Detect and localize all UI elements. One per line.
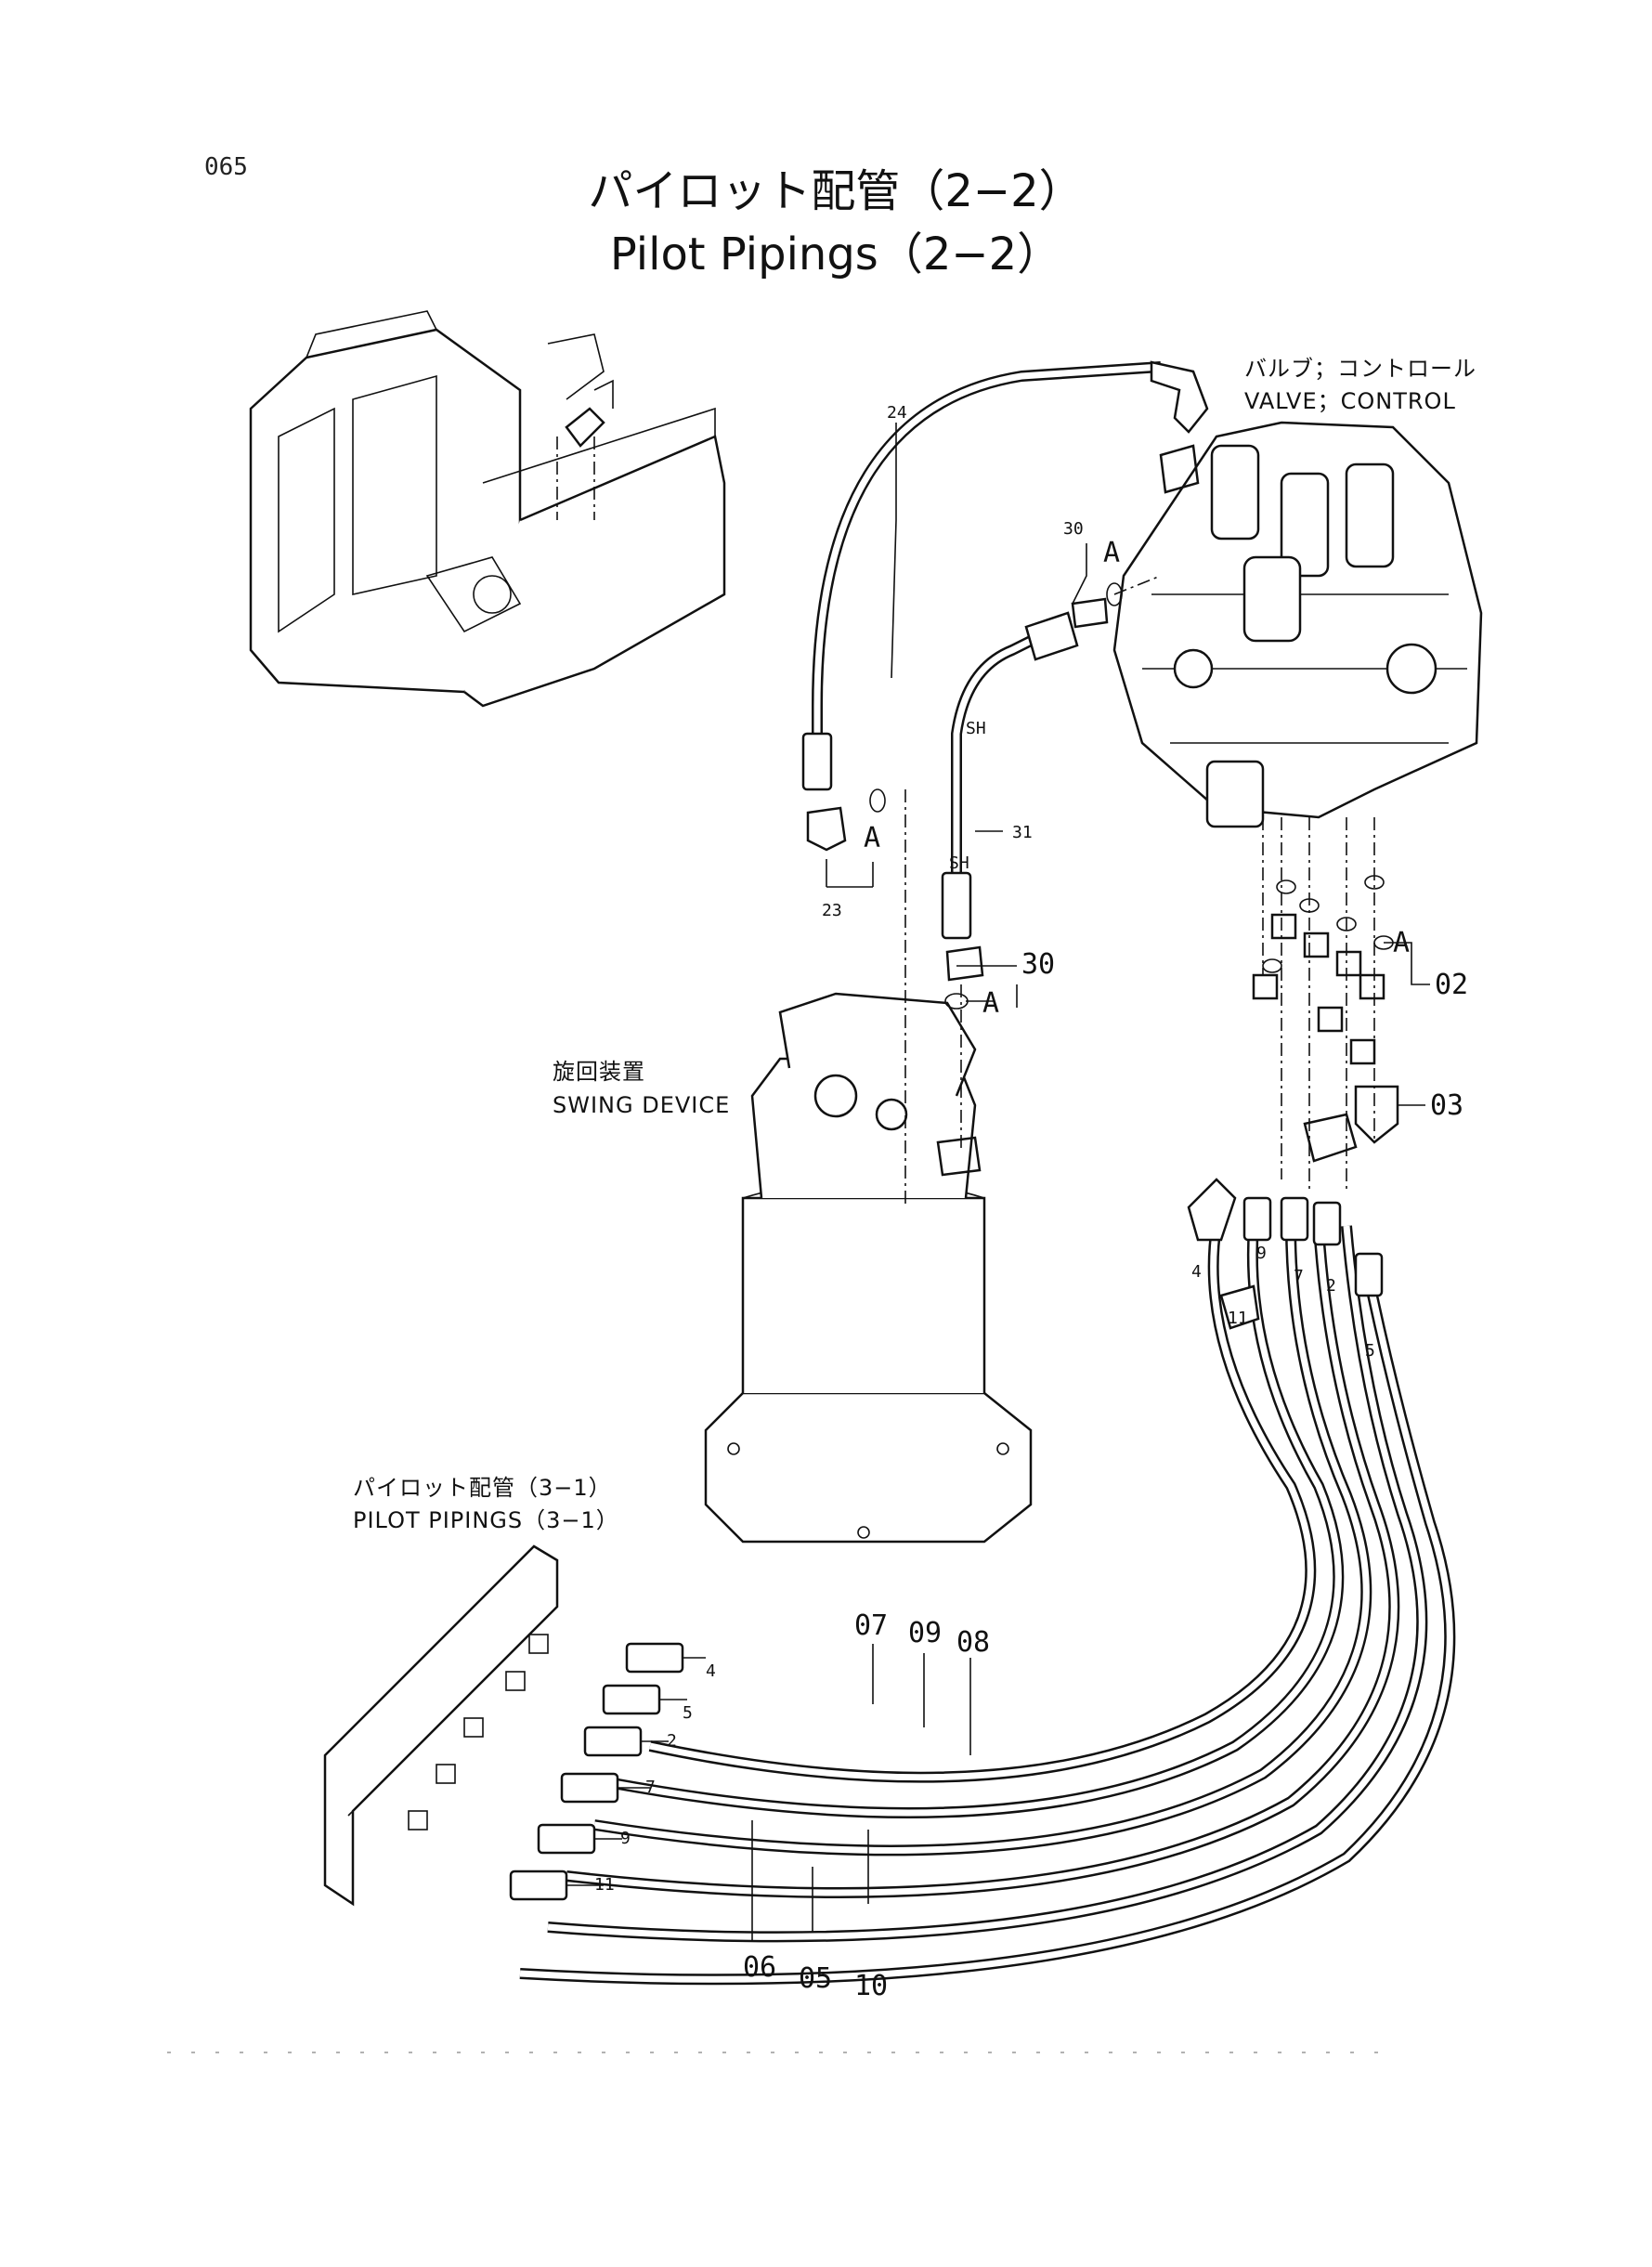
valve-tag-11: 11 <box>1228 1309 1248 1328</box>
callout-23: 23 <box>822 901 842 920</box>
valve-tag-7: 7 <box>1294 1267 1304 1286</box>
callout-08: 08 <box>956 1626 990 1659</box>
callout-sh-upper: SH <box>966 719 986 738</box>
callout-a-lower: A <box>982 987 999 1020</box>
valve-tag-4: 4 <box>1191 1262 1202 1282</box>
bracket-hose-ends <box>509 1642 706 1901</box>
excavator-overview <box>249 310 726 708</box>
valve-tag-2: 2 <box>1326 1276 1336 1296</box>
callout-a-upper: A <box>1103 537 1120 569</box>
callout-02: 02 <box>1435 969 1468 1001</box>
callout-30-upper: 30 <box>1063 519 1084 539</box>
label-pilot31-japanese: パイロット配管（3−1） <box>353 1475 612 1501</box>
leader-lines <box>751 423 1430 1941</box>
callout-sh-lower: SH <box>949 853 969 873</box>
page-number: 065 <box>204 153 248 181</box>
callout-24: 24 <box>887 403 907 423</box>
pilot-bracket <box>323 1544 559 1907</box>
hose-24 <box>801 360 1209 791</box>
label-pilot31-english: PILOT PIPINGS（3−1） <box>353 1507 619 1533</box>
hose-tag-4: 4 <box>706 1661 716 1681</box>
center-lines <box>904 575 1375 1207</box>
title-english: Pilot Pipings（2−2） <box>610 228 1061 280</box>
callout-30-lower: 30 <box>1021 948 1055 981</box>
hose-tag-2: 2 <box>667 1731 677 1751</box>
valve-tag-5: 5 <box>1365 1341 1375 1361</box>
callout-07: 07 <box>854 1609 888 1642</box>
control-valve <box>1112 421 1483 828</box>
callout-a-left: A <box>864 822 880 854</box>
callout-a-right: A <box>1393 927 1410 959</box>
hose-31 <box>941 611 1079 940</box>
callout-31: 31 <box>1012 823 1033 842</box>
title-japanese: パイロット配管（2−2） <box>588 165 1083 217</box>
hose-tag-5: 5 <box>683 1703 693 1723</box>
label-valve-english: VALVE；CONTROL <box>1244 388 1456 414</box>
label-swing-english: SWING DEVICE <box>553 1092 730 1118</box>
hose-tag-11: 11 <box>594 1875 615 1895</box>
hose-bundle <box>519 1178 1456 1986</box>
callout-09: 09 <box>908 1617 942 1649</box>
callout-10: 10 <box>854 1970 888 2002</box>
callout-05: 05 <box>799 1962 832 1995</box>
callout-06: 06 <box>743 1951 776 1984</box>
hose-tag-9: 9 <box>620 1829 631 1848</box>
swing-device <box>704 992 1033 1544</box>
label-swing-japanese: 旋回装置 <box>553 1059 645 1085</box>
label-valve-japanese: バルブ；コントロール <box>1244 356 1476 382</box>
fittings <box>806 582 1399 1163</box>
hose-tag-7: 7 <box>645 1778 656 1797</box>
valve-tag-9: 9 <box>1256 1244 1267 1263</box>
callout-03: 03 <box>1430 1089 1463 1122</box>
